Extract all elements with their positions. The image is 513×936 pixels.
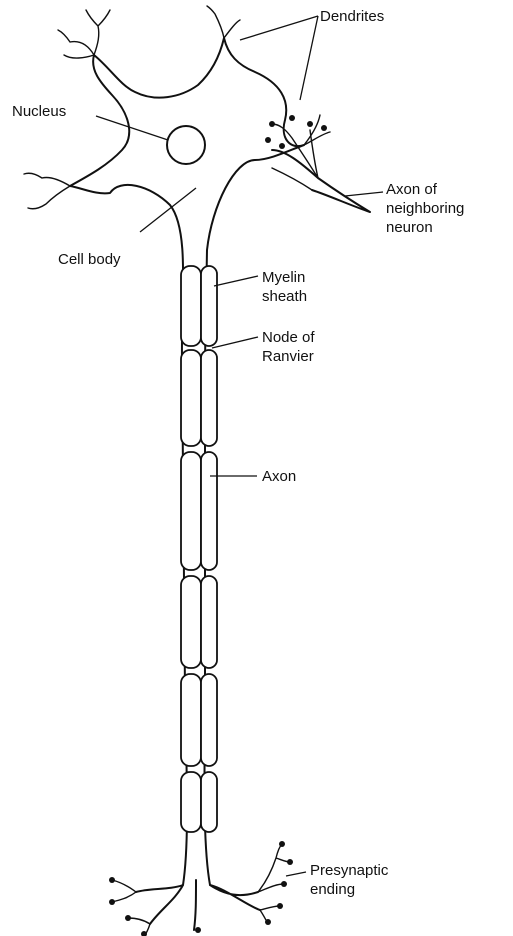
label-node-of-ranvier-line1: Node of <box>262 328 315 347</box>
leader-nucleus <box>96 116 168 140</box>
presynaptic-branches <box>136 880 260 930</box>
label-dendrites: Dendrites <box>320 7 384 26</box>
label-axon-of-neighboring-neuron-line2: neighboring <box>386 199 464 218</box>
label-presynaptic-ending-line1: Presynaptic <box>310 861 388 880</box>
label-cell-body: Cell body <box>58 250 121 269</box>
dendrite-left <box>24 173 70 209</box>
neighboring-axon-branches <box>272 124 318 190</box>
leader-dendrites <box>240 16 318 100</box>
myelin-sheath-segments <box>181 266 217 832</box>
neighboring-axon <box>272 150 370 212</box>
leader-node <box>212 337 258 348</box>
label-myelin-sheath-line1: Myelin <box>262 268 305 287</box>
label-axon: Axon <box>262 467 296 486</box>
leader-neighboring-axon <box>345 192 383 196</box>
label-node-of-ranvier-line2: Ranvier <box>262 347 314 366</box>
leader-myelin <box>214 276 258 286</box>
nucleus-circle <box>167 126 205 164</box>
leader-cell-body <box>140 188 196 232</box>
label-axon-of-neighboring-neuron-line3: neuron <box>386 218 433 237</box>
dendrite-top <box>207 6 240 38</box>
label-axon-of-neighboring-neuron-line1: Axon of <box>386 180 437 199</box>
label-nucleus: Nucleus <box>12 102 66 121</box>
presynaptic-twigs <box>112 844 290 936</box>
leader-presynaptic <box>286 872 306 876</box>
dendrite-upper-left <box>58 10 110 58</box>
label-presynaptic-ending-line2: ending <box>310 880 355 899</box>
label-myelin-sheath-line2: sheath <box>262 287 307 306</box>
